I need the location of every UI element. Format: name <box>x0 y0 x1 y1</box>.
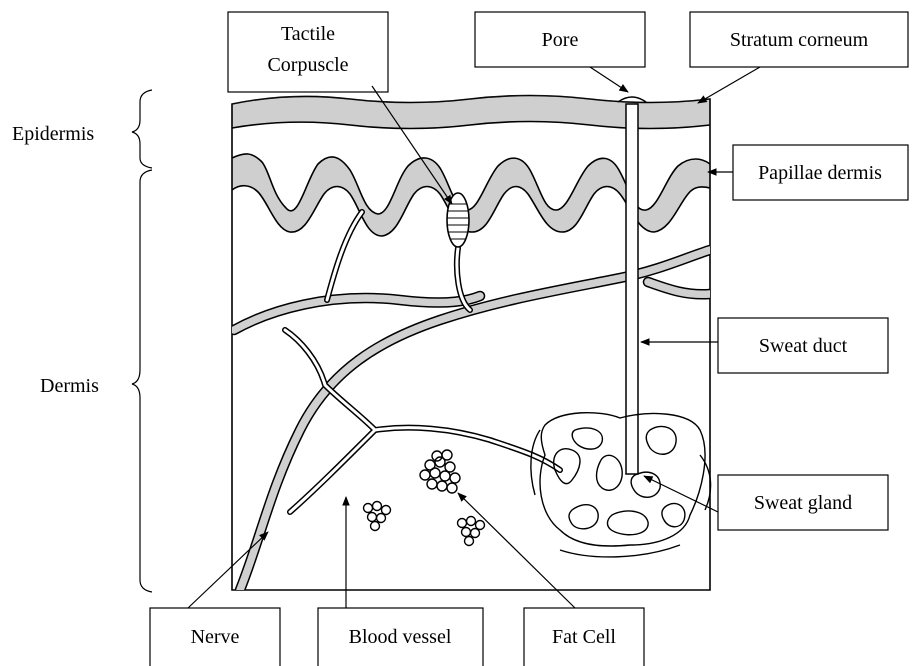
epidermis-brace: Epidermis <box>12 90 152 168</box>
tactile-corpuscle-label-line2: Corpuscle <box>267 54 348 76</box>
pore-label: Pore <box>542 29 579 51</box>
blood-vessel-label: Blood vessel <box>349 626 452 648</box>
pore-callout: Pore <box>475 12 645 92</box>
dermis-brace: Dermis <box>40 170 152 592</box>
fat-cell-label: Fat Cell <box>552 626 616 648</box>
sweat-duct-label: Sweat duct <box>759 335 848 357</box>
sweat-gland-label: Sweat gland <box>754 492 852 514</box>
tactile-corpuscle-label-line1: Tactile <box>281 23 335 45</box>
stratum-corneum-callout: Stratum corneum <box>690 12 908 103</box>
epidermis-label: Epidermis <box>12 123 94 145</box>
skin-block <box>232 96 711 591</box>
dermis-label: Dermis <box>40 375 99 397</box>
papillae-dermis-callout: Papillae dermis <box>708 145 908 200</box>
nerve-label: Nerve <box>191 626 240 648</box>
papillae-dermis-label: Papillae dermis <box>758 162 882 184</box>
stratum-corneum-label: Stratum corneum <box>730 29 869 51</box>
